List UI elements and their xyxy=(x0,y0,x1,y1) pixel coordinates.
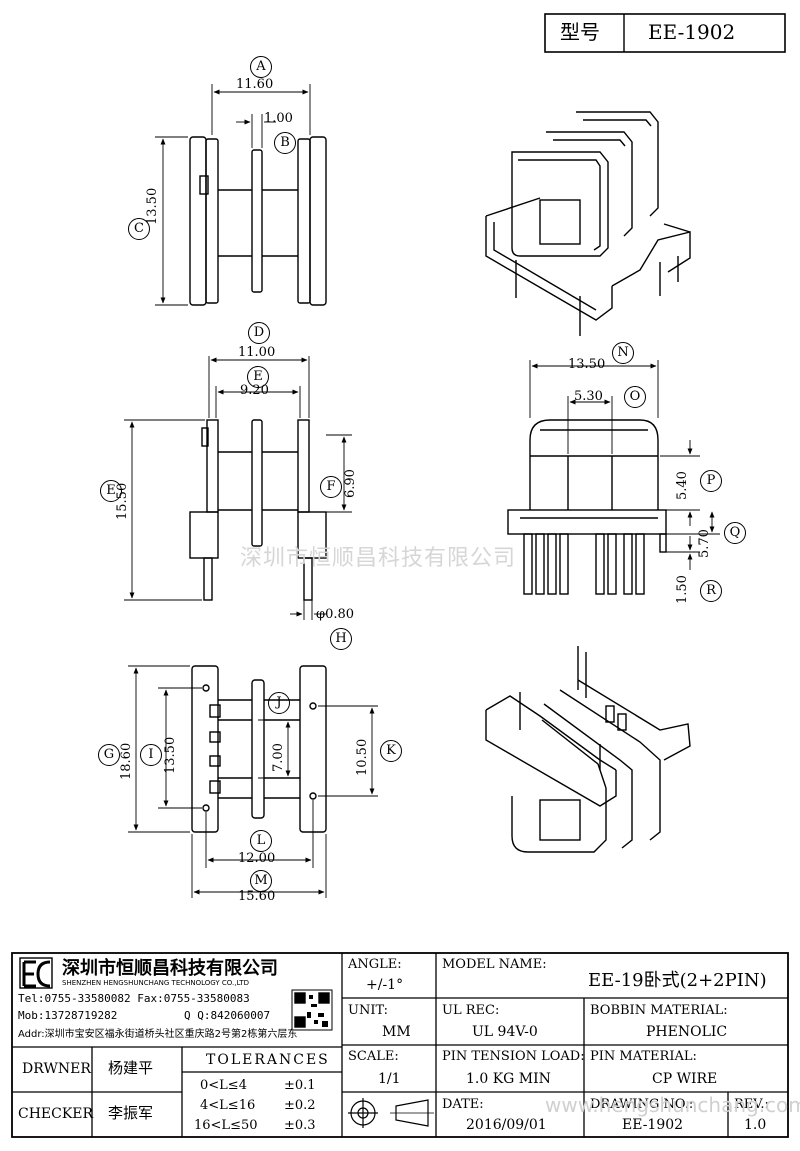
view-front xyxy=(124,356,352,620)
projection-symbol-icon xyxy=(348,1098,434,1128)
drawing-no-label: DRAWING NO.: xyxy=(590,1097,694,1112)
dim-letter-m: M xyxy=(250,870,272,892)
model-name-value: EE-19卧式(2+2PIN) xyxy=(588,970,767,991)
unit-label: UNIT: xyxy=(348,1003,389,1018)
dim-letter-l: L xyxy=(250,830,272,852)
ul-rec-label: UL REC: xyxy=(442,1003,500,1018)
dim-value-c: 13.50 xyxy=(145,187,160,225)
dim-letter-b: B xyxy=(274,132,296,154)
view-side-right xyxy=(507,360,720,595)
dim-value-k: 10.50 xyxy=(355,738,370,776)
header-model-value: EE-1902 xyxy=(648,20,736,44)
watermark: 深圳市恒顺昌科技有限公司 xyxy=(240,546,517,571)
rev-value: 1.0 xyxy=(744,1117,767,1133)
tol-range-1: 0<L≤4 xyxy=(200,1078,247,1093)
dim-letter-g: G xyxy=(98,744,120,766)
dim-value-p: 5.40 xyxy=(675,471,690,500)
title-block xyxy=(11,952,789,1138)
watermark-url: www.hengshunchang.com xyxy=(545,1093,800,1117)
dim-value-m: 15.60 xyxy=(238,889,276,904)
dim-value-j: 7.00 xyxy=(271,743,286,772)
unit-value: MM xyxy=(382,1024,411,1040)
bobbin-material-value: PHENOLIC xyxy=(646,1024,728,1040)
dim-value-g: 18.60 xyxy=(119,742,134,780)
model-name-label: MODEL NAME: xyxy=(442,957,547,972)
dim-value-n: 13.50 xyxy=(568,357,606,372)
dim-letter-e: E xyxy=(247,366,269,388)
checker-label: CHECKER xyxy=(18,1106,94,1122)
view-top-side xyxy=(155,84,327,306)
pin-tension-value: 1.0 KG MIN xyxy=(466,1071,551,1087)
company-addr: Addr:深圳市宝安区福永街道桥头社区重庆路2号第2栋第六层东 xyxy=(18,1029,298,1040)
tol-value-3: ±0.3 xyxy=(284,1118,316,1133)
angle-value: +/-1° xyxy=(366,977,404,993)
bobbin-material-label: BOBBIN MATERIAL: xyxy=(590,1003,728,1018)
dim-value-h: φ0.80 xyxy=(316,607,355,622)
dim-letter-n: N xyxy=(612,342,634,364)
dim-letter-h: H xyxy=(330,628,352,650)
dim-value-a: 11.60 xyxy=(236,77,274,92)
dim-value-e2: 15.50 xyxy=(115,482,130,520)
dim-value-d: 11.00 xyxy=(238,345,276,360)
ul-rec-value: UL 94V-0 xyxy=(472,1024,538,1040)
date-label: DATE: xyxy=(442,1097,484,1112)
dim-letter-d: D xyxy=(248,322,270,344)
pin-material-label: PIN MATERIAL: xyxy=(590,1049,697,1064)
drawer-name: 杨建平 xyxy=(108,1059,154,1077)
dim-letter-e2: E xyxy=(100,480,122,502)
dim-letter-f: F xyxy=(320,476,342,498)
dim-letter-o: O xyxy=(624,386,646,408)
tolerances-title: TOLERANCES xyxy=(206,1052,330,1068)
tol-value-1: ±0.1 xyxy=(284,1078,316,1093)
pin-tension-label: PIN TENSION LOAD: xyxy=(442,1049,585,1064)
dim-value-b: 1.00 xyxy=(264,111,293,126)
scale-label: SCALE: xyxy=(348,1049,399,1064)
iso-view-top xyxy=(485,111,691,336)
company-logo xyxy=(19,957,53,989)
rev-label: REV.: xyxy=(734,1097,769,1112)
dim-value-l: 12.00 xyxy=(238,851,276,866)
header-model-label: 型号 xyxy=(560,20,600,44)
dim-value-q: 5.70 xyxy=(697,529,712,558)
iso-view-bottom xyxy=(485,646,691,853)
tol-range-2: 4<L≤16 xyxy=(200,1098,256,1113)
dim-letter-i: I xyxy=(140,744,162,766)
dim-letter-k: K xyxy=(380,740,402,762)
dim-value-r: 1.50 xyxy=(675,575,690,604)
dim-letter-q: Q xyxy=(724,522,746,544)
dim-value-i: 13.50 xyxy=(163,736,178,774)
dim-value-e: 9.20 xyxy=(240,383,269,398)
tol-value-2: ±0.2 xyxy=(284,1098,316,1113)
dim-letter-j: J xyxy=(268,692,290,714)
company-qq: Q Q:842060007 xyxy=(184,1009,271,1022)
dim-value-f: 6.90 xyxy=(343,469,358,498)
dim-letter-r: R xyxy=(700,580,722,602)
company-name-en: SHENZHEN HENGSHUNCHANG TECHNOLOGY CO.,LT… xyxy=(62,979,250,987)
drawer-label: DRWNER xyxy=(22,1061,91,1077)
view-bottom xyxy=(128,665,378,898)
qr-code xyxy=(291,989,333,1031)
drawing-no-value: EE-1902 xyxy=(622,1117,684,1133)
company-mob: Mob:13728719282 xyxy=(18,1009,118,1022)
dim-letter-p: P xyxy=(700,470,722,492)
dim-letter-c: C xyxy=(128,218,150,240)
scale-value: 1/1 xyxy=(378,1071,401,1087)
header-box xyxy=(544,13,786,53)
checker-name: 李振军 xyxy=(108,1104,154,1122)
pin-material-value: CP WIRE xyxy=(652,1071,718,1087)
dim-value-o: 5.30 xyxy=(574,389,603,404)
dim-letter-a: A xyxy=(250,56,272,78)
company-name-cn: 深圳市恒顺昌科技有限公司 xyxy=(62,958,278,979)
tol-range-3: 16<L≤50 xyxy=(194,1118,258,1133)
date-value: 2016/09/01 xyxy=(466,1117,547,1133)
angle-label: ANGLE: xyxy=(348,957,402,972)
company-tel: Tel:0755-33580082 Fax:0755-33580083 xyxy=(18,992,250,1005)
